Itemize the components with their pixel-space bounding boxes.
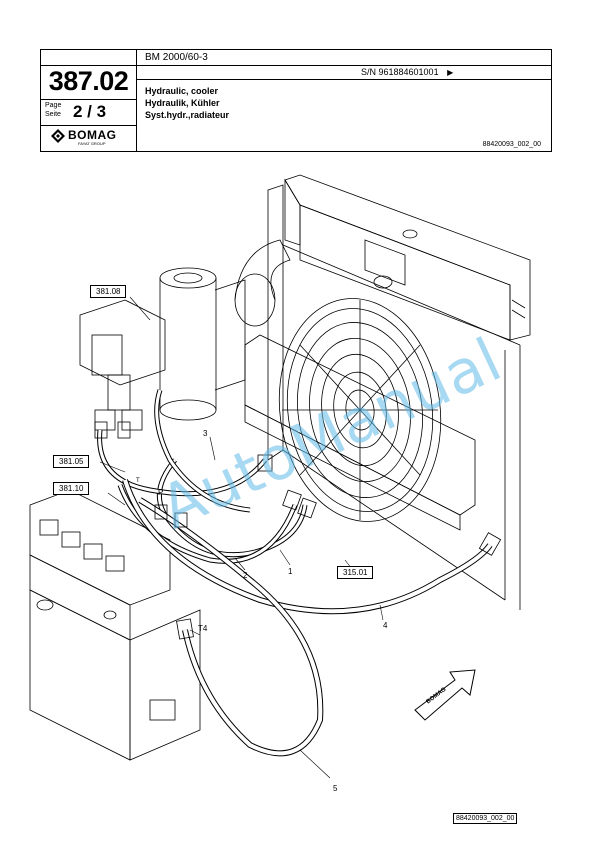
callout-381-10: 381.10	[53, 482, 90, 495]
hose-2-inner	[118, 484, 297, 563]
section-titles: Hydraulic, cooler Hydraulik, Kühler Syst…	[145, 85, 229, 121]
drawing-reference: 88420093_002_00	[482, 141, 541, 148]
leader-lines	[99, 296, 384, 779]
hose-5-inner	[138, 498, 323, 756]
item-label-3: 3	[203, 429, 208, 438]
page-label-en: Page	[45, 102, 62, 109]
title-en: Hydraulic, cooler	[145, 86, 219, 96]
page-label-de: Seite	[45, 111, 61, 118]
divider	[136, 50, 137, 151]
logo-subtext: FAYAT GROUP	[78, 141, 106, 146]
serial-number: S/N 961884601001 ▶	[361, 67, 453, 77]
doc-number: 387.02	[48, 66, 129, 96]
arrow-right-icon: ▶	[447, 68, 454, 77]
port-label-p: P	[158, 488, 164, 497]
item-label-4: 4	[383, 621, 388, 630]
page-label: Page Seite	[45, 101, 61, 119]
direction-arrow-icon	[414, 669, 476, 721]
item-label-1: 1	[288, 567, 293, 576]
divider	[41, 125, 136, 126]
fan-assembly	[244, 298, 476, 531]
serial-text: S/N 961884601001	[361, 67, 439, 77]
page-number: 2 / 3	[73, 102, 107, 121]
item-label-2: 2	[243, 571, 248, 580]
hose-fittings	[94, 421, 502, 640]
exploded-parts-drawing	[29, 174, 531, 779]
item-label-5: 5	[333, 784, 338, 793]
port-label-t: T	[136, 478, 140, 484]
footer-reference: 88420093_002_00	[453, 813, 518, 824]
item-label-t4: T4	[198, 624, 208, 633]
title-block: BM 2000/60-3 387.02 Page Seite 2 / 3 BOM…	[40, 49, 552, 152]
duct-elbow	[234, 239, 291, 327]
model-name: BM 2000/60-3	[145, 52, 208, 63]
logo-text: BOMAG	[68, 128, 117, 142]
bomag-diamond-icon	[51, 129, 65, 143]
callout-315-01: 315.01	[337, 566, 374, 579]
callout-381-08: 381.08	[90, 285, 127, 298]
valve-block	[79, 299, 166, 431]
title-de: Hydraulik, Kühler	[145, 98, 220, 108]
title-fr: Syst.hydr.,radiateur	[145, 110, 230, 120]
hose-3b-inner	[155, 389, 251, 512]
radiator-housing	[267, 174, 531, 610]
divider	[41, 99, 136, 100]
hose-3-inner	[98, 429, 267, 496]
divider	[136, 79, 551, 80]
callout-381-05: 381.05	[53, 455, 90, 468]
divider	[41, 65, 551, 66]
filter-housing	[159, 267, 246, 421]
hose-4-inner	[123, 479, 492, 614]
